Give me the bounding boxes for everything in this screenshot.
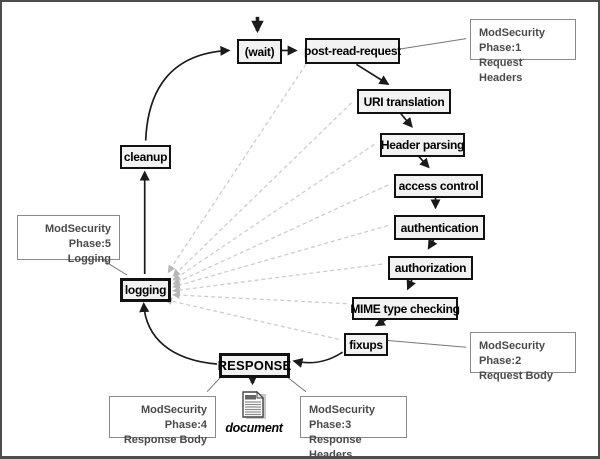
node-access-control-label: access control	[398, 179, 479, 193]
document-icon	[241, 391, 266, 419]
node-logging-label: logging	[124, 283, 167, 297]
dashed-link-authentication-to-logging	[172, 224, 389, 289]
node-cleanup: cleanup	[120, 145, 171, 169]
node-post-read-request-label: post-read-request	[304, 44, 401, 58]
note-phase2: ModSecurity Phase:2 Request Body	[470, 332, 576, 382]
node-authorization-label: authorization	[394, 261, 467, 275]
node-access-control: access control	[394, 174, 483, 198]
note-phase3: ModSecurity Phase:3 Response Headers	[300, 396, 407, 456]
note-phase1-line1: ModSecurity Phase:1	[479, 27, 546, 54]
dashed-link-post-read-request-to-logging	[167, 63, 307, 274]
note-phase1-line2: Request Headers	[479, 56, 523, 84]
note-phase1: ModSecurity Phase:1 Request Headers	[470, 19, 576, 84]
note-phase3-line2: Response Headers	[309, 433, 362, 459]
node-response: RESPONSE	[217, 353, 292, 378]
note-phase4-line1: ModSecurity Phase:4	[140, 404, 207, 431]
note-phase4: ModSecurity Phase:4 Response Body	[109, 396, 216, 446]
dashed-link-authorization-to-logging	[172, 263, 383, 294]
node-logging: logging	[120, 278, 171, 302]
document-icon-fold	[256, 391, 264, 399]
node-uri-translation: URI translation	[357, 89, 451, 114]
node-header-parsing-label: Header parsing	[380, 138, 465, 152]
flow-arrows	[139, 45, 441, 368]
connector-phase5-logging	[97, 256, 128, 276]
connector-fixups-phase2	[385, 339, 467, 348]
node-fixups: fixups	[344, 333, 388, 356]
dashed-link-access-control-to-logging	[172, 184, 389, 285]
node-authentication: authentication	[394, 215, 485, 240]
document-icon-text-lines	[244, 401, 261, 416]
note-phase2-line2: Request Body	[479, 369, 553, 382]
node-fixups-label: fixups	[349, 337, 383, 352]
arrow-cleanup-to-wait	[144, 45, 231, 141]
node-authorization: authorization	[388, 256, 473, 280]
bold-arrows	[246, 16, 264, 386]
node-cleanup-label: cleanup	[123, 150, 168, 164]
dashed-logging-links	[164, 63, 389, 340]
arrow-response-to-logging	[139, 301, 217, 365]
node-mime-type-checking-label: MIME type checking	[350, 301, 460, 316]
node-post-read-request: post-read-request	[304, 38, 401, 64]
node-wait: (wait)	[237, 39, 282, 64]
node-header-parsing: Header parsing	[380, 133, 465, 157]
arrow-fixups-to-response	[292, 351, 343, 368]
dashed-link-fixups-to-logging	[164, 297, 339, 340]
arrow-authentication-to-authorization	[427, 237, 438, 250]
node-authentication-label: authentication	[400, 220, 479, 235]
arrow-uri-translation-to-header-parsing	[400, 113, 413, 128]
node-mime-type-checking: MIME type checking	[350, 297, 460, 320]
dashed-link-mime-type-checking-to-logging	[172, 291, 347, 305]
arrow-post-read-request-to-uri-translation	[355, 63, 390, 85]
arrow-header-parsing-to-access-control	[418, 155, 430, 169]
connector-post-read-request-phase1	[396, 38, 467, 50]
node-response-label: RESPONSE	[217, 358, 292, 373]
dashed-link-uri-translation-to-logging	[172, 102, 352, 277]
node-uri-translation-label: URI translation	[363, 94, 445, 109]
note-phase5-line2: Logging	[67, 252, 111, 265]
note-phase4-line2: Response Body	[123, 433, 207, 446]
note-phase5: ModSecurity Phase:5 Logging	[17, 215, 120, 265]
note-phase3-line1: ModSecurity Phase:3	[309, 404, 376, 431]
document-output: document	[225, 391, 283, 435]
document-icon-header-band	[244, 395, 256, 400]
note-phase2-line1: ModSecurity Phase:2	[479, 340, 546, 367]
note-phase5-line1: ModSecurity Phase:5	[44, 223, 111, 250]
document-label: document	[225, 421, 283, 435]
dashed-link-header-parsing-to-logging	[172, 143, 375, 281]
node-wait-label: (wait)	[244, 44, 275, 59]
